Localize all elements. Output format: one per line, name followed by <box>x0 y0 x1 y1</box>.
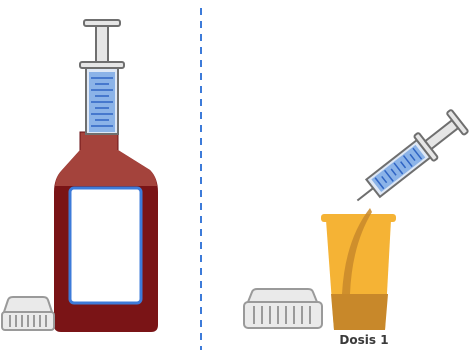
cup-icon <box>321 208 396 330</box>
dose-caption: Dosis 1 <box>332 333 396 347</box>
cap-icon <box>2 297 54 330</box>
bottle-icon <box>54 132 158 332</box>
syringe-icon <box>80 20 124 134</box>
syringe-icon <box>348 108 470 213</box>
cap-icon <box>244 289 322 328</box>
